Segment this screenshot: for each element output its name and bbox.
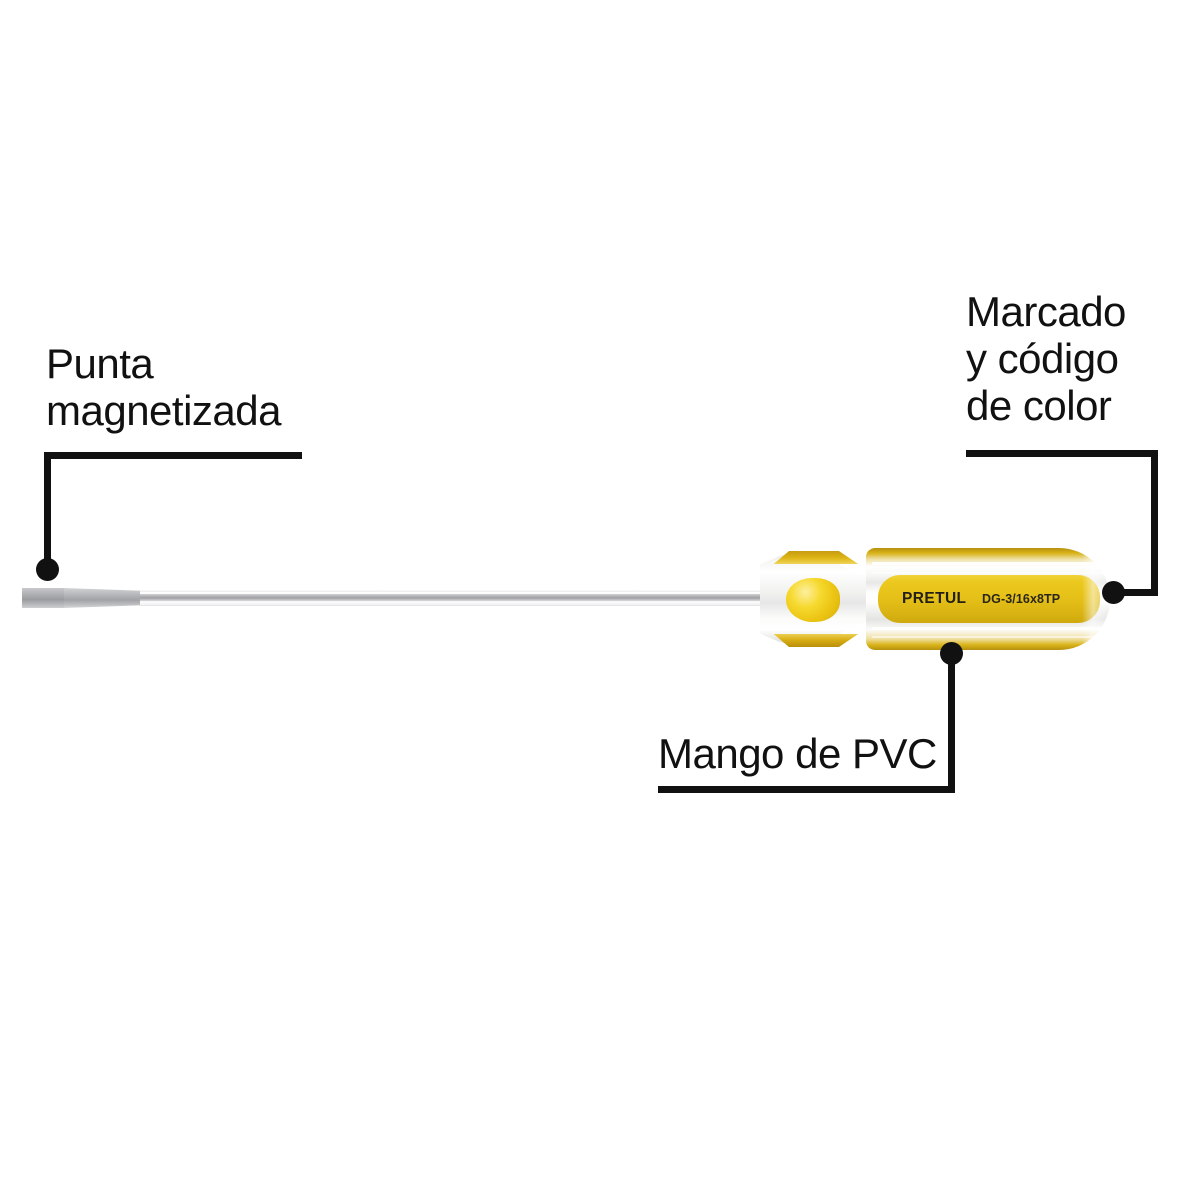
- callout-label-marking: Marcado y código de color: [966, 288, 1126, 430]
- callout-marking-anchor-dot: [1102, 581, 1125, 604]
- chrome-shaft: [140, 590, 776, 606]
- callout-marking-leader-line-horizontal: [1113, 589, 1158, 596]
- callout-label-tip: Punta magnetizada: [46, 340, 282, 435]
- callout-marking-leader-line-vertical: [1151, 450, 1158, 596]
- callout-handle-underline: [658, 786, 955, 793]
- callout-marking-underline: [966, 450, 1158, 457]
- shaft-highlight-upper: [140, 592, 776, 594]
- handle-flute-highlight-1: [872, 562, 1100, 565]
- handle-flute-highlight-3: [872, 627, 1102, 630]
- handle-neck: [760, 551, 872, 647]
- model-code-text: DG-3/16x8TP: [982, 592, 1061, 606]
- handle-flute-highlight-4: [872, 636, 1098, 638]
- callout-label-handle: Mango de PVC: [658, 730, 937, 777]
- brand-text: PRETUL: [902, 590, 967, 607]
- callout-handle-leader-line: [948, 652, 955, 792]
- shaft-highlight-lower: [140, 601, 776, 603]
- pvc-handle: PRETUL DG-3/16x8TP: [760, 548, 1110, 650]
- callout-tip-anchor-dot: [36, 558, 59, 581]
- callout-tip-underline: [44, 452, 302, 459]
- flathead-tip: [22, 588, 66, 608]
- handle-flute-highlight-2: [872, 572, 1104, 574]
- handle-barrel: [866, 548, 1110, 650]
- blade-taper: [64, 588, 142, 608]
- handle-neck-yellow-insert: [786, 578, 840, 622]
- handle-neck-cap-top: [773, 551, 859, 564]
- handle-neck-cap-bottom: [773, 634, 859, 647]
- handle-label-band: PRETUL DG-3/16x8TP: [878, 575, 1100, 623]
- callout-tip-leader-line: [44, 452, 51, 566]
